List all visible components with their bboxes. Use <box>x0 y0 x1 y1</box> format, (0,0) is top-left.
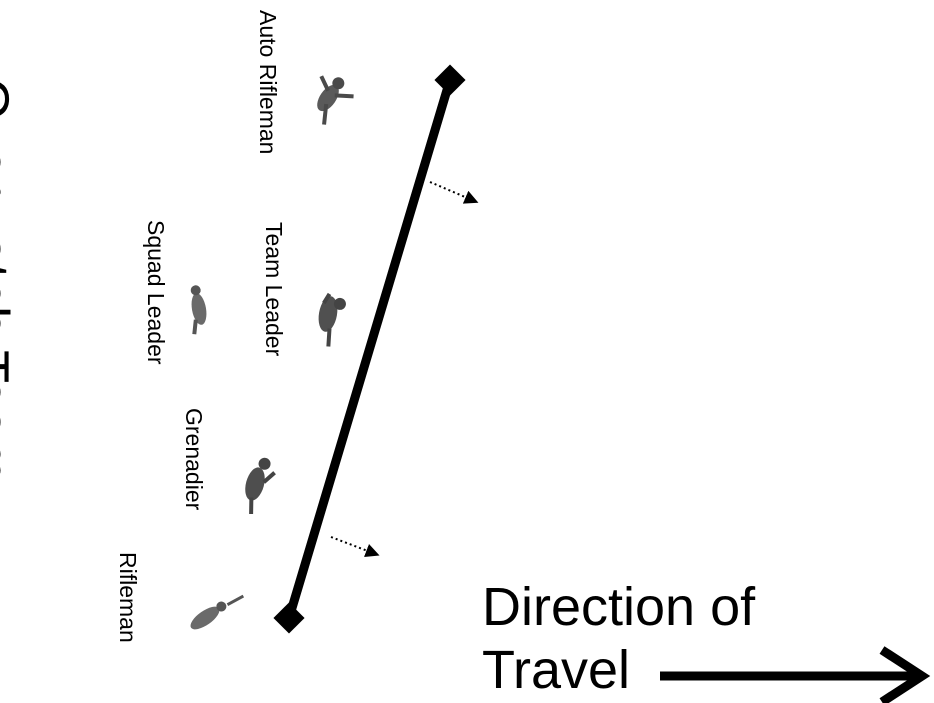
direction-label-line1: Direction of <box>482 577 756 637</box>
soldier-label-auto-rifleman: Auto Rifleman <box>255 10 281 154</box>
direction-label-line2: Travel <box>482 640 630 700</box>
soldier-icon <box>318 292 346 347</box>
soldier-icon <box>190 285 207 335</box>
movement-arrow-upper <box>429 181 479 204</box>
direction-arrow <box>660 646 931 703</box>
diagram-title: Overwatch Team <box>0 78 20 482</box>
phase-line-endpoint-top <box>434 64 466 96</box>
soldier-icon <box>317 75 354 125</box>
soldier-icon <box>190 594 245 630</box>
soldier-label-team-leader: Team Leader <box>261 222 287 357</box>
soldier-label-grenadier: Grenadier <box>181 408 207 511</box>
soldier-label-squad-leader: Squad Leader <box>143 220 169 365</box>
phase-line <box>284 78 455 620</box>
soldier-icon <box>245 457 276 515</box>
movement-arrow-lower <box>330 536 380 558</box>
phase-line-endpoint-bottom <box>273 602 305 634</box>
soldier-label-rifleman: Rifleman <box>115 552 141 643</box>
